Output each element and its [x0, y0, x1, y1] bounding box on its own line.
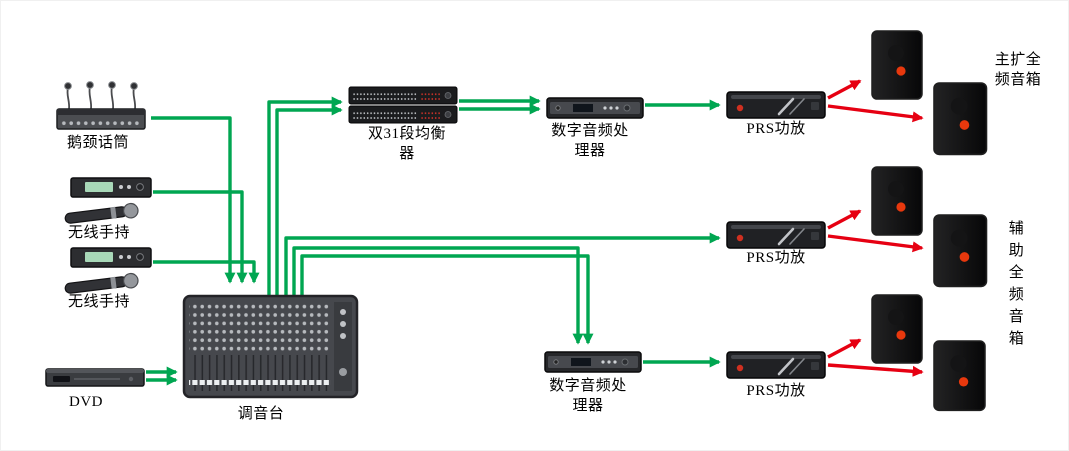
label-dsp-bottom: 数字音频处理器	[549, 378, 627, 414]
gooseneck-mic-icon	[56, 81, 146, 130]
equalizer-icon	[348, 86, 458, 124]
speaker-icon	[933, 340, 986, 412]
label-dsp-top: 数字音频处理器	[551, 123, 629, 159]
label-dvd: DVD	[69, 394, 103, 410]
audio-signal-arrows	[146, 95, 721, 386]
label-speakers-aux: 辅助全频音箱	[1006, 220, 1023, 352]
dvd-player-icon	[45, 368, 145, 387]
label-equalizer: 双31段均衡器	[367, 126, 446, 162]
speaker-feed-arrows	[827, 79, 924, 377]
speaker-icon	[871, 294, 923, 364]
label-amp-bottom: PRS功放	[746, 383, 806, 399]
speaker-icon	[871, 30, 923, 100]
speaker-icon	[933, 82, 988, 156]
wireless-mic-icon	[63, 247, 152, 297]
label-amp-mid: PRS功放	[746, 250, 806, 266]
speaker-icon	[933, 214, 988, 288]
label-speakers-main: 主扩全频音箱	[994, 52, 1042, 88]
wireless-mic-icon	[63, 177, 152, 227]
amplifier-icon	[725, 90, 827, 120]
label-amp-top: PRS功放	[746, 121, 806, 137]
amplifier-icon	[725, 350, 827, 380]
label-wireless-1: 无线手持	[67, 225, 130, 241]
mixer-icon	[182, 294, 359, 399]
label-mixer: 调音台	[237, 406, 285, 422]
label-gooseneck: 鹅颈话筒	[66, 135, 129, 151]
digital-processor-icon	[544, 351, 642, 373]
label-wireless-2: 无线手持	[67, 294, 130, 310]
digital-processor-icon	[546, 97, 644, 119]
speaker-icon	[871, 166, 923, 236]
amplifier-icon	[725, 220, 827, 250]
